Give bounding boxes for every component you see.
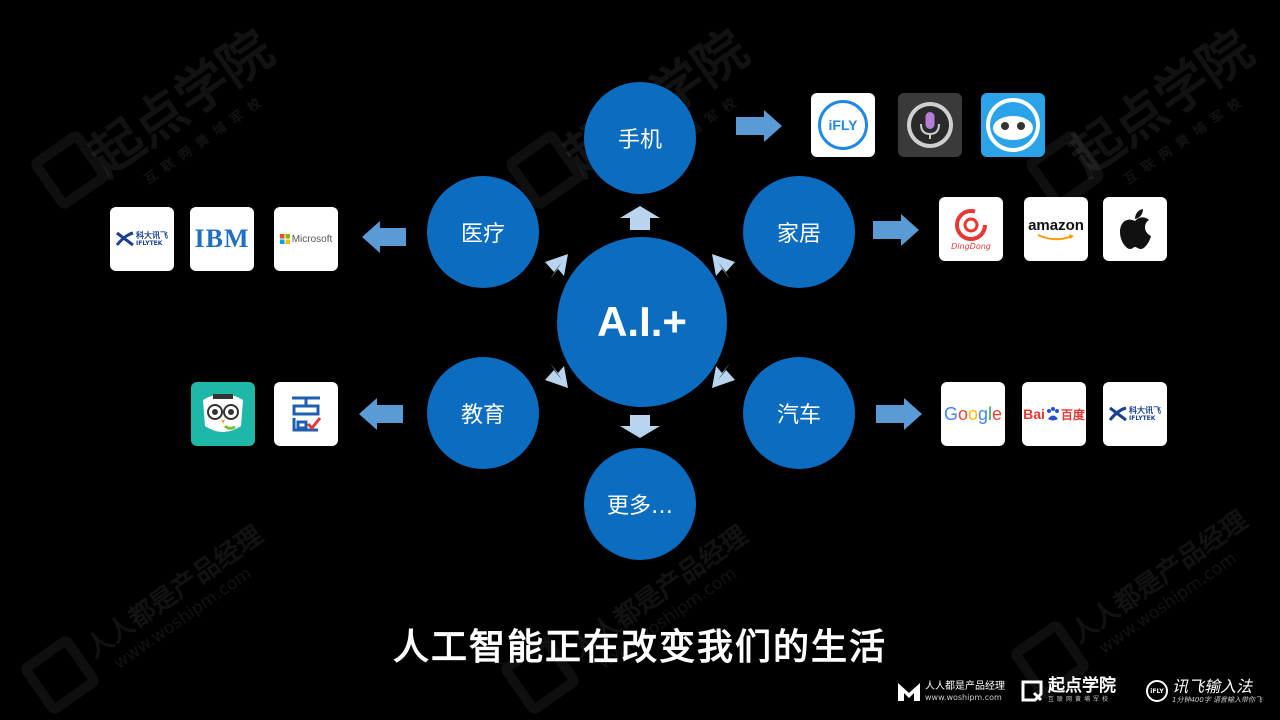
ifly-logo-text: iFLY [828, 117, 858, 133]
ai-plus-center-node: A.I.+ [557, 237, 727, 407]
arrow-to-education [545, 363, 568, 388]
amazon-logo: amazon [1024, 197, 1088, 261]
phone-label: 手机 [617, 128, 662, 153]
arrow-to-home [712, 254, 735, 279]
woshipm-m-icon [898, 683, 920, 701]
amazon-logo-text: amazon [1028, 216, 1084, 234]
iflytek-logo-subtext: IFLYTEK [1129, 415, 1156, 422]
robot-face-icon [986, 98, 1040, 152]
iflytek-logo-medical: 科大讯飞 IFLYTEK [110, 207, 174, 271]
robot-app-logo [981, 93, 1045, 157]
phone-node: 手机 [584, 82, 696, 194]
baidu-logo-bai-text: Bai [1023, 406, 1045, 422]
microsoft-windows-icon [279, 234, 290, 244]
siri-microphone-icon [907, 102, 953, 148]
iflytek-mark-icon [116, 231, 134, 247]
center-label: A.I.+ [597, 298, 687, 345]
apple-icon [1120, 209, 1151, 249]
iflytek-logo-car: 科大讯飞 IFLYTEK [1103, 382, 1167, 446]
dingdong-logo-text: DingDong [951, 241, 991, 251]
arrow-to-car [712, 363, 735, 388]
footer-ifly-icon-text: iFLY [1150, 687, 1164, 695]
google-logo-text: Google [943, 403, 1003, 424]
arrow-to-medical [545, 254, 568, 279]
footer-qidian-sub: 互联网黄埔军校 [1048, 696, 1112, 703]
baidu-logo: Bai 百度 [1022, 382, 1086, 446]
apple-logo [1103, 197, 1167, 261]
arrow-car-to-logos [876, 398, 922, 430]
calendar-app-logo [274, 382, 338, 446]
ifly-circle-icon: iFLY [1146, 680, 1168, 702]
home-node: 家居 [743, 176, 855, 288]
more-label: 更多… [606, 494, 673, 519]
car-label: 汽车 [776, 403, 821, 428]
footer-woshipm-title: 人人都是产品经理 [925, 680, 1005, 692]
iflytek-logo-subtext: IFLYTEK [136, 240, 163, 247]
calendar-check-icon [292, 396, 322, 432]
slide-caption: 人工智能正在改变我们的生活 [392, 627, 887, 668]
arrow-phone-to-logos [736, 110, 782, 142]
car-node: 汽车 [743, 357, 855, 469]
owl-app-logo [191, 382, 255, 446]
qidian-q-icon [1021, 680, 1043, 702]
ifly-logo: iFLY [811, 93, 875, 157]
iflytek-mark-icon [1109, 406, 1127, 422]
baidu-paw-icon [1046, 407, 1059, 421]
amazon-smile-icon [1037, 233, 1074, 240]
footer-woshipm: 人人都是产品经理 www.woshipm.com [896, 676, 1005, 706]
siri-logo [898, 93, 962, 157]
iflytek-logo-text: 科大讯飞 [1129, 406, 1161, 415]
iflytek-logo-text: 科大讯飞 [136, 231, 168, 240]
arrow-education-to-logos [359, 398, 403, 430]
owl-icon [203, 394, 243, 432]
arrow-down-to-more [620, 415, 660, 438]
footer-woshipm-url: www.woshipm.com [925, 692, 1002, 702]
footer-ifly: iFLY 讯飞输入法 1分钟400字 语音输入带你飞 [1146, 676, 1262, 706]
medical-label: 医疗 [460, 222, 505, 247]
arrow-home-to-logos [873, 214, 919, 246]
google-logo: Google [941, 382, 1005, 446]
microsoft-logo-text: Microsoft [291, 233, 333, 245]
arrow-medical-to-logos [362, 221, 406, 253]
dingdong-logo: DingDong [939, 197, 1003, 261]
home-label: 家居 [776, 222, 821, 247]
education-node: 教育 [427, 357, 539, 469]
footer-qidian: 起点学院 互联网黄埔军校 [1020, 676, 1116, 706]
microsoft-logo: Microsoft [274, 207, 338, 271]
footer-ifly-title: 讯飞输入法 [1172, 676, 1253, 696]
footer-qidian-title: 起点学院 [1048, 676, 1116, 696]
medical-node: 医疗 [427, 176, 539, 288]
footer-ifly-sub: 1分钟400字 语音输入带你飞 [1172, 695, 1263, 704]
ibm-logo: IBM [190, 207, 254, 271]
baidu-logo-du-text: 百度 [1060, 407, 1085, 422]
ibm-logo-text: IBM [194, 224, 250, 253]
education-label: 教育 [460, 403, 505, 428]
dingdong-icon [954, 208, 987, 241]
arrow-up-to-phone [620, 206, 660, 230]
more-node: 更多… [584, 448, 696, 560]
